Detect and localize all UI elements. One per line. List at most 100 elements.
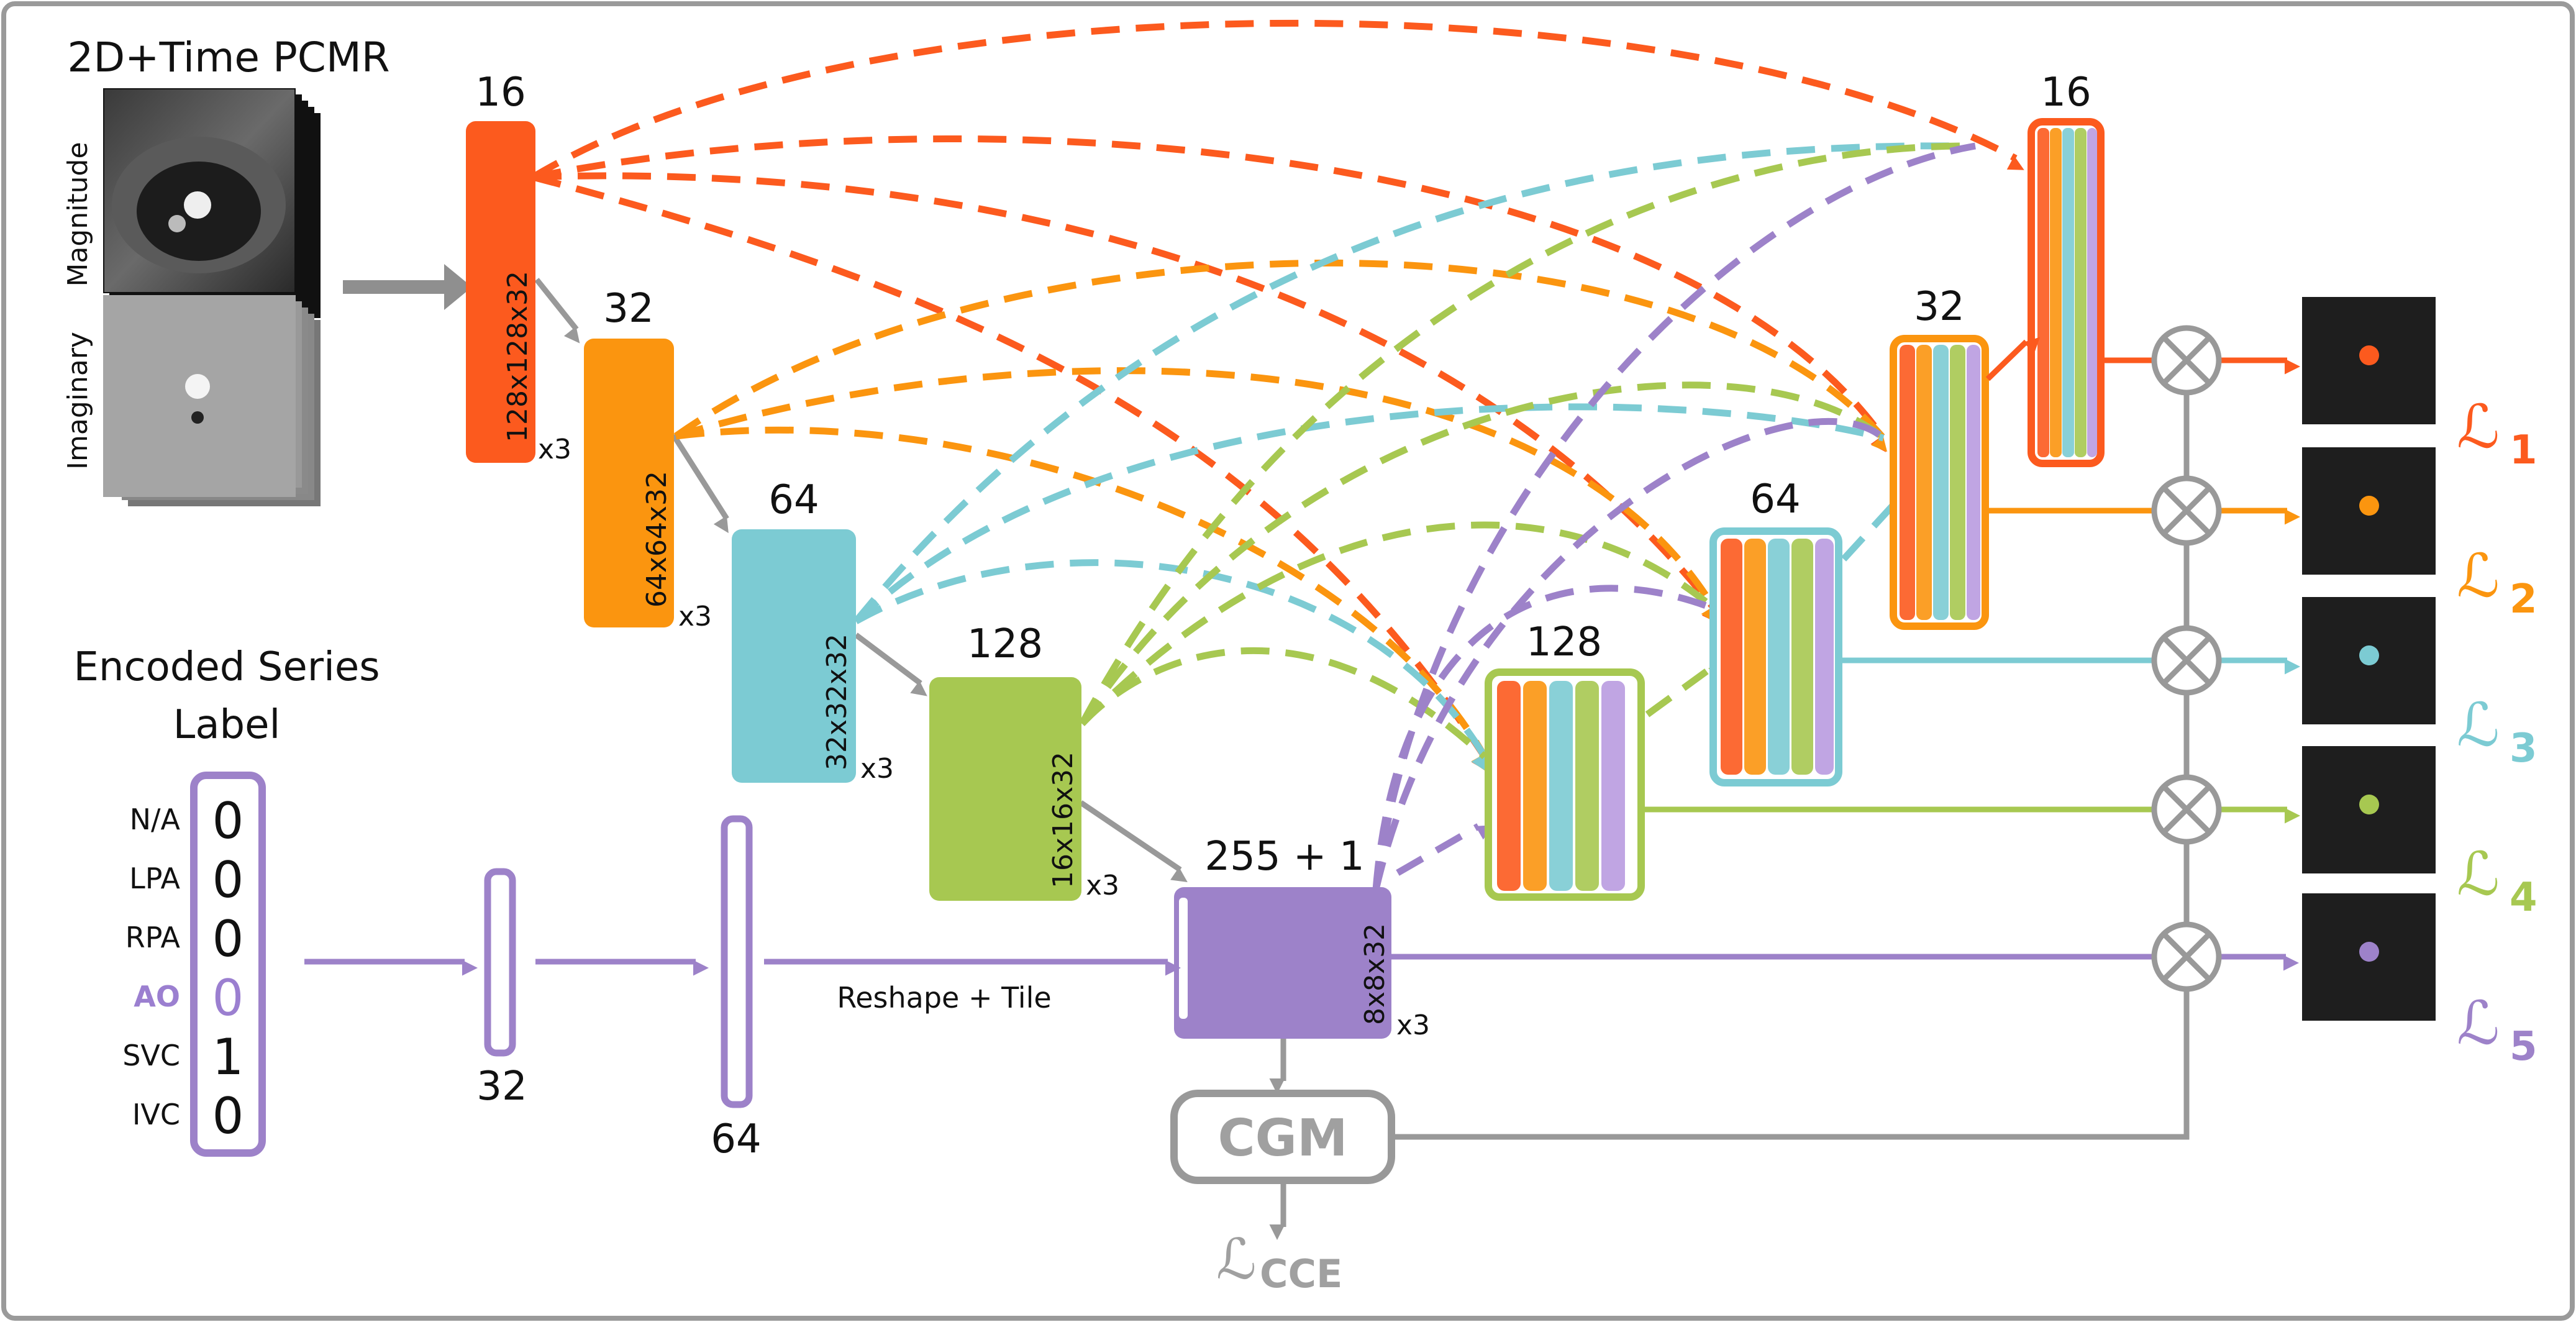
encoder-32-channels: 32 <box>603 286 653 332</box>
skip-16-to-dec16 <box>531 19 2024 180</box>
decoder-block-32: 32 <box>1890 284 1989 630</box>
label-row-value: 0 <box>212 1087 244 1145</box>
skip-bn-to-dec64 <box>1372 585 1716 890</box>
loss-symbol: ℒ <box>2457 690 2500 760</box>
encoder-16-reps: x3 <box>538 434 571 465</box>
decoder-block-16: 16 <box>2028 70 2105 467</box>
fc-layer-64 <box>721 815 753 1108</box>
skip-64-to-dec128 <box>854 559 1488 772</box>
dec32-to-dec16-arrow <box>1985 337 2041 381</box>
loss-cce: ℒ CCE <box>1216 1227 1342 1297</box>
series-label-title-2: Label <box>173 702 281 748</box>
magnitude-label: Magnitude <box>62 142 94 286</box>
encoder-32-reps: x3 <box>678 601 712 632</box>
loss-cce-symbol: ℒ <box>1216 1227 1257 1292</box>
label-row-value: 1 <box>212 1028 244 1086</box>
label-row-value: 0 <box>212 851 244 909</box>
series-label-title-1: Encoded Series <box>73 644 380 690</box>
multiply-gate <box>2151 774 2222 845</box>
loss-subscript: 1 <box>2510 427 2537 473</box>
encoder-down-arrows <box>534 278 1188 883</box>
label-row-name: LPA <box>129 862 180 895</box>
bottleneck-reps: x3 <box>1396 1010 1430 1041</box>
skip-16-to-dec32 <box>532 135 1886 452</box>
cgm-label: CGM <box>1217 1109 1347 1168</box>
label-flow-arrows <box>304 954 2299 976</box>
skip-64-to-dec32 <box>853 403 1885 624</box>
encoder-128-channels: 128 <box>967 621 1043 667</box>
multiply-gates <box>2151 325 2222 992</box>
decoder-32-channels: 32 <box>1914 284 1964 330</box>
decoder-16-channels: 16 <box>2041 70 2091 116</box>
reshape-label: Reshape + Tile <box>837 981 1051 1014</box>
bottleneck-dims: 8x8x32 <box>1359 923 1391 1025</box>
skip-bn-to-dec16 <box>1372 142 1976 890</box>
skip-32-to-dec64 <box>675 367 1718 624</box>
encoder-block-16: 16 128x128x32 x3 <box>466 70 571 465</box>
cgm-gate-line <box>1391 367 2190 1140</box>
skip-connections <box>531 19 2024 891</box>
skip-128-to-dec128 <box>1079 647 1487 760</box>
bottleneck-block: 255 + 1 8x8x32 x3 <box>1174 834 1430 1041</box>
skip-128-to-dec16 <box>1079 142 1976 726</box>
multiply-gate <box>2151 325 2222 396</box>
encoder-128-dims: 16x16x32 <box>1047 752 1079 888</box>
fc-layer-64-label: 64 <box>711 1116 761 1162</box>
label-row-name: IVC <box>132 1098 180 1131</box>
output-mask <box>2302 447 2436 575</box>
skip-32-to-dec128 <box>675 426 1488 772</box>
skip-bn-to-dec32 <box>1372 417 1886 891</box>
loss-symbol: ℒ <box>2457 392 2500 462</box>
bn-to-dec128-arrow <box>1396 823 1493 876</box>
loss-subscript: 2 <box>2510 577 2537 622</box>
skip-16-to-dec128 <box>532 173 1488 772</box>
loss-subscript: 4 <box>2510 875 2537 921</box>
loss-symbol: ℒ <box>2457 541 2500 611</box>
output-mask <box>2302 746 2436 873</box>
decoder-block-64: 64 <box>1709 476 1842 786</box>
encoder-block-128: 128 16x16x32 x3 <box>929 621 1119 901</box>
label-row-value: 0 <box>212 910 244 968</box>
imaginary-label: Imaginary <box>62 332 94 470</box>
dec64-to-dec32-arrow <box>1841 495 1911 562</box>
imaginary-stack <box>103 295 321 506</box>
multiply-gate <box>2151 475 2222 546</box>
encoder-64-channels: 64 <box>768 477 819 523</box>
input-title: 2D+Time PCMR <box>67 34 389 81</box>
loss-symbol: ℒ <box>2457 839 2500 909</box>
encoder-block-32: 32 64x64x32 x3 <box>584 286 712 632</box>
magnitude-stack <box>103 88 321 318</box>
label-row-value: 0 <box>212 792 244 850</box>
multiply-gate <box>2151 625 2222 696</box>
label-row-name: N/A <box>130 803 181 836</box>
encoder-64-dims: 32x32x32 <box>821 634 853 770</box>
encoder-64-reps: x3 <box>860 753 894 785</box>
output-mask <box>2302 297 2436 424</box>
output-mask <box>2302 893 2436 1021</box>
decoder-block-128: 128 <box>1485 619 1645 901</box>
decoder-64-channels: 64 <box>1750 476 1800 522</box>
encoder-16-channels: 16 <box>475 70 526 116</box>
fc-layer-32-label: 32 <box>476 1064 527 1110</box>
label-row-name: SVC <box>122 1039 180 1072</box>
bottleneck-channels: 255 + 1 <box>1204 834 1364 880</box>
label-row-value: 0 <box>212 969 244 1027</box>
decoder-128-channels: 128 <box>1526 619 1602 665</box>
loss-cce-sub: CCE <box>1260 1251 1342 1297</box>
multiply-gate <box>2151 921 2222 992</box>
dec128-to-dec64-arrow <box>1645 665 1726 718</box>
loss-subscript: 3 <box>2510 726 2537 772</box>
encoder-32-dims: 64x64x32 <box>641 471 673 608</box>
skip-64-to-dec16 <box>853 142 1964 624</box>
label-row-name: AO <box>134 980 180 1013</box>
loss-subscript: 5 <box>2510 1024 2537 1070</box>
encoder-128-reps: x3 <box>1086 870 1119 901</box>
